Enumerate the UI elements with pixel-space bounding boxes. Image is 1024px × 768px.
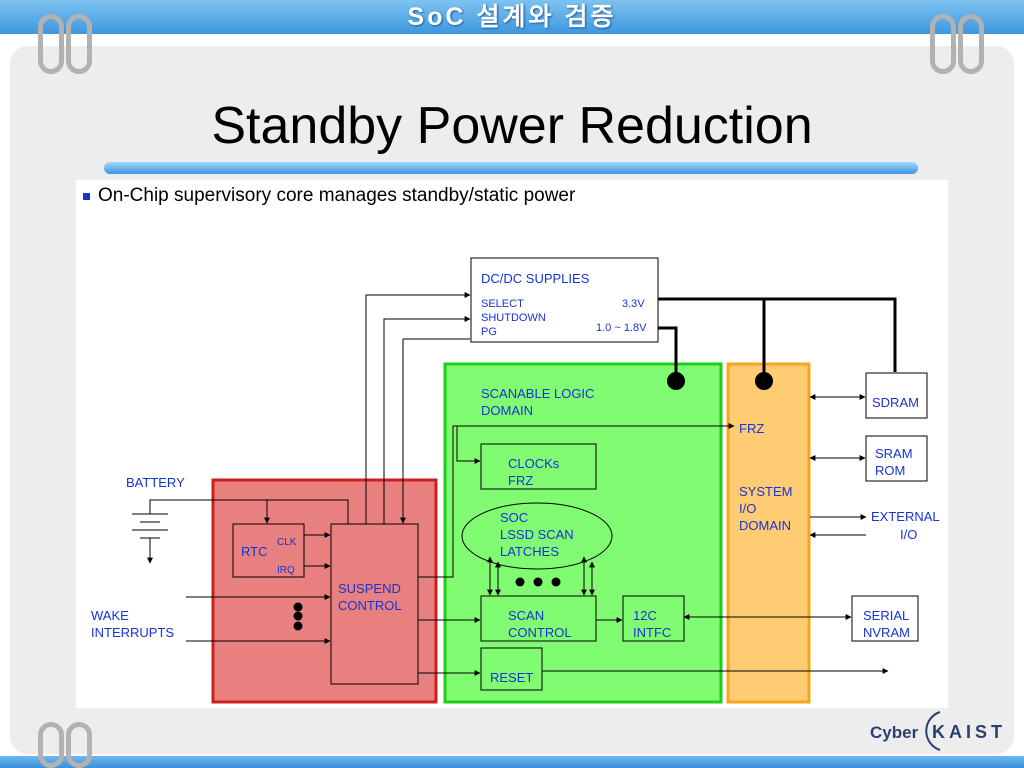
slide-title: Standby Power Reduction <box>211 97 813 155</box>
i2c-label-1: 12C <box>633 608 657 623</box>
serial-label: SERIAL <box>863 608 909 623</box>
reset-label: RESET <box>490 670 533 685</box>
binder-ring-icon <box>958 14 984 74</box>
soc-latches-ellipse <box>461 502 613 570</box>
latches-label-1: SOC <box>500 510 528 525</box>
sram-rom-box <box>865 435 928 482</box>
dcdc-3v3-label: 3.3V <box>622 298 645 310</box>
more-interrupts-dots <box>293 602 303 631</box>
dcdc-supplies-box <box>470 257 659 343</box>
irq-label: IRQ <box>277 565 295 576</box>
binder-ring-icon <box>66 14 92 74</box>
frz-label: FRZ <box>739 421 764 436</box>
rtc-box <box>232 523 305 578</box>
header-bar <box>0 0 1024 34</box>
battery-label: BATTERY <box>126 475 185 490</box>
wake-label-2: INTERRUPTS <box>91 625 174 640</box>
binder-ring-icon <box>930 14 956 74</box>
external-io-label-2: I/O <box>900 527 917 542</box>
dcdc-select-label: SELECT <box>481 298 524 310</box>
latches-label-2: LSSD SCAN <box>500 527 574 542</box>
logo-name: KAIST <box>932 722 1004 742</box>
latches-label-3: LATCHES <box>500 544 559 559</box>
rom-label: ROM <box>875 463 905 478</box>
dcdc-title: DC/DC SUPPLIES <box>481 271 590 286</box>
dcdc-shutdown-label: SHUTDOWN <box>481 312 546 324</box>
logo-prefix: Cyber <box>870 723 919 742</box>
suspend-label-2: CONTROL <box>338 598 402 613</box>
reset-box <box>480 647 543 691</box>
scan-control-label-1: SCAN <box>508 608 544 623</box>
binder-ring-icon <box>38 14 64 74</box>
binder-ring-icon <box>66 722 92 768</box>
sram-label: SRAM <box>875 446 913 461</box>
serial-nvram-box <box>851 595 919 642</box>
signal-wires <box>186 292 889 676</box>
dcdc-pg-label: PG <box>481 326 497 338</box>
system-io-label-1: SYSTEM <box>739 484 792 499</box>
dcdc-1v8-label: 1.0 ~ 1.8V <box>596 322 647 334</box>
nvram-label: NVRAM <box>863 625 910 640</box>
system-io-domain <box>726 362 811 704</box>
clk-label: CLK <box>277 537 297 548</box>
clocks-label-1: CLOCKs <box>508 456 560 471</box>
system-io-label-2: I/O <box>739 501 756 516</box>
sdram-box <box>865 372 928 419</box>
binder-ring-icon <box>38 722 64 768</box>
cyber-kaist-logo: Cyber KAIST <box>870 711 1004 751</box>
more-latches-dots <box>515 577 561 587</box>
footer-bar <box>0 756 1024 768</box>
scan-control-box <box>480 595 597 642</box>
bullet-text: On-Chip supervisory core manages standby… <box>98 185 576 206</box>
battery-icon <box>132 499 349 562</box>
power-control-domain <box>211 478 438 704</box>
i2c-label-2: INTFC <box>633 625 671 640</box>
system-io-label-3: DOMAIN <box>739 518 791 533</box>
bullet-icon <box>83 193 90 200</box>
wake-label-1: WAKE <box>91 608 129 623</box>
power-rails <box>658 297 897 380</box>
scan-domain-power-node <box>667 372 685 390</box>
scan-domain-label-1: SCANABLE LOGIC <box>481 386 594 401</box>
suspend-label-1: SUSPEND <box>338 581 401 596</box>
clocks-label-2: FRZ <box>508 473 533 488</box>
external-io-label-1: EXTERNAL <box>871 509 940 524</box>
scan-control-label-2: CONTROL <box>508 625 572 640</box>
scanable-logic-domain <box>443 362 723 704</box>
clocks-box <box>480 443 597 490</box>
io-domain-power-node <box>755 372 773 390</box>
scan-domain-label-2: DOMAIN <box>481 403 533 418</box>
suspend-control-box <box>330 523 419 685</box>
course-title: SoC 설계와 검증 <box>407 3 617 31</box>
sdram-label: SDRAM <box>872 395 919 410</box>
title-underline <box>104 162 918 174</box>
rtc-label: RTC <box>241 544 267 559</box>
